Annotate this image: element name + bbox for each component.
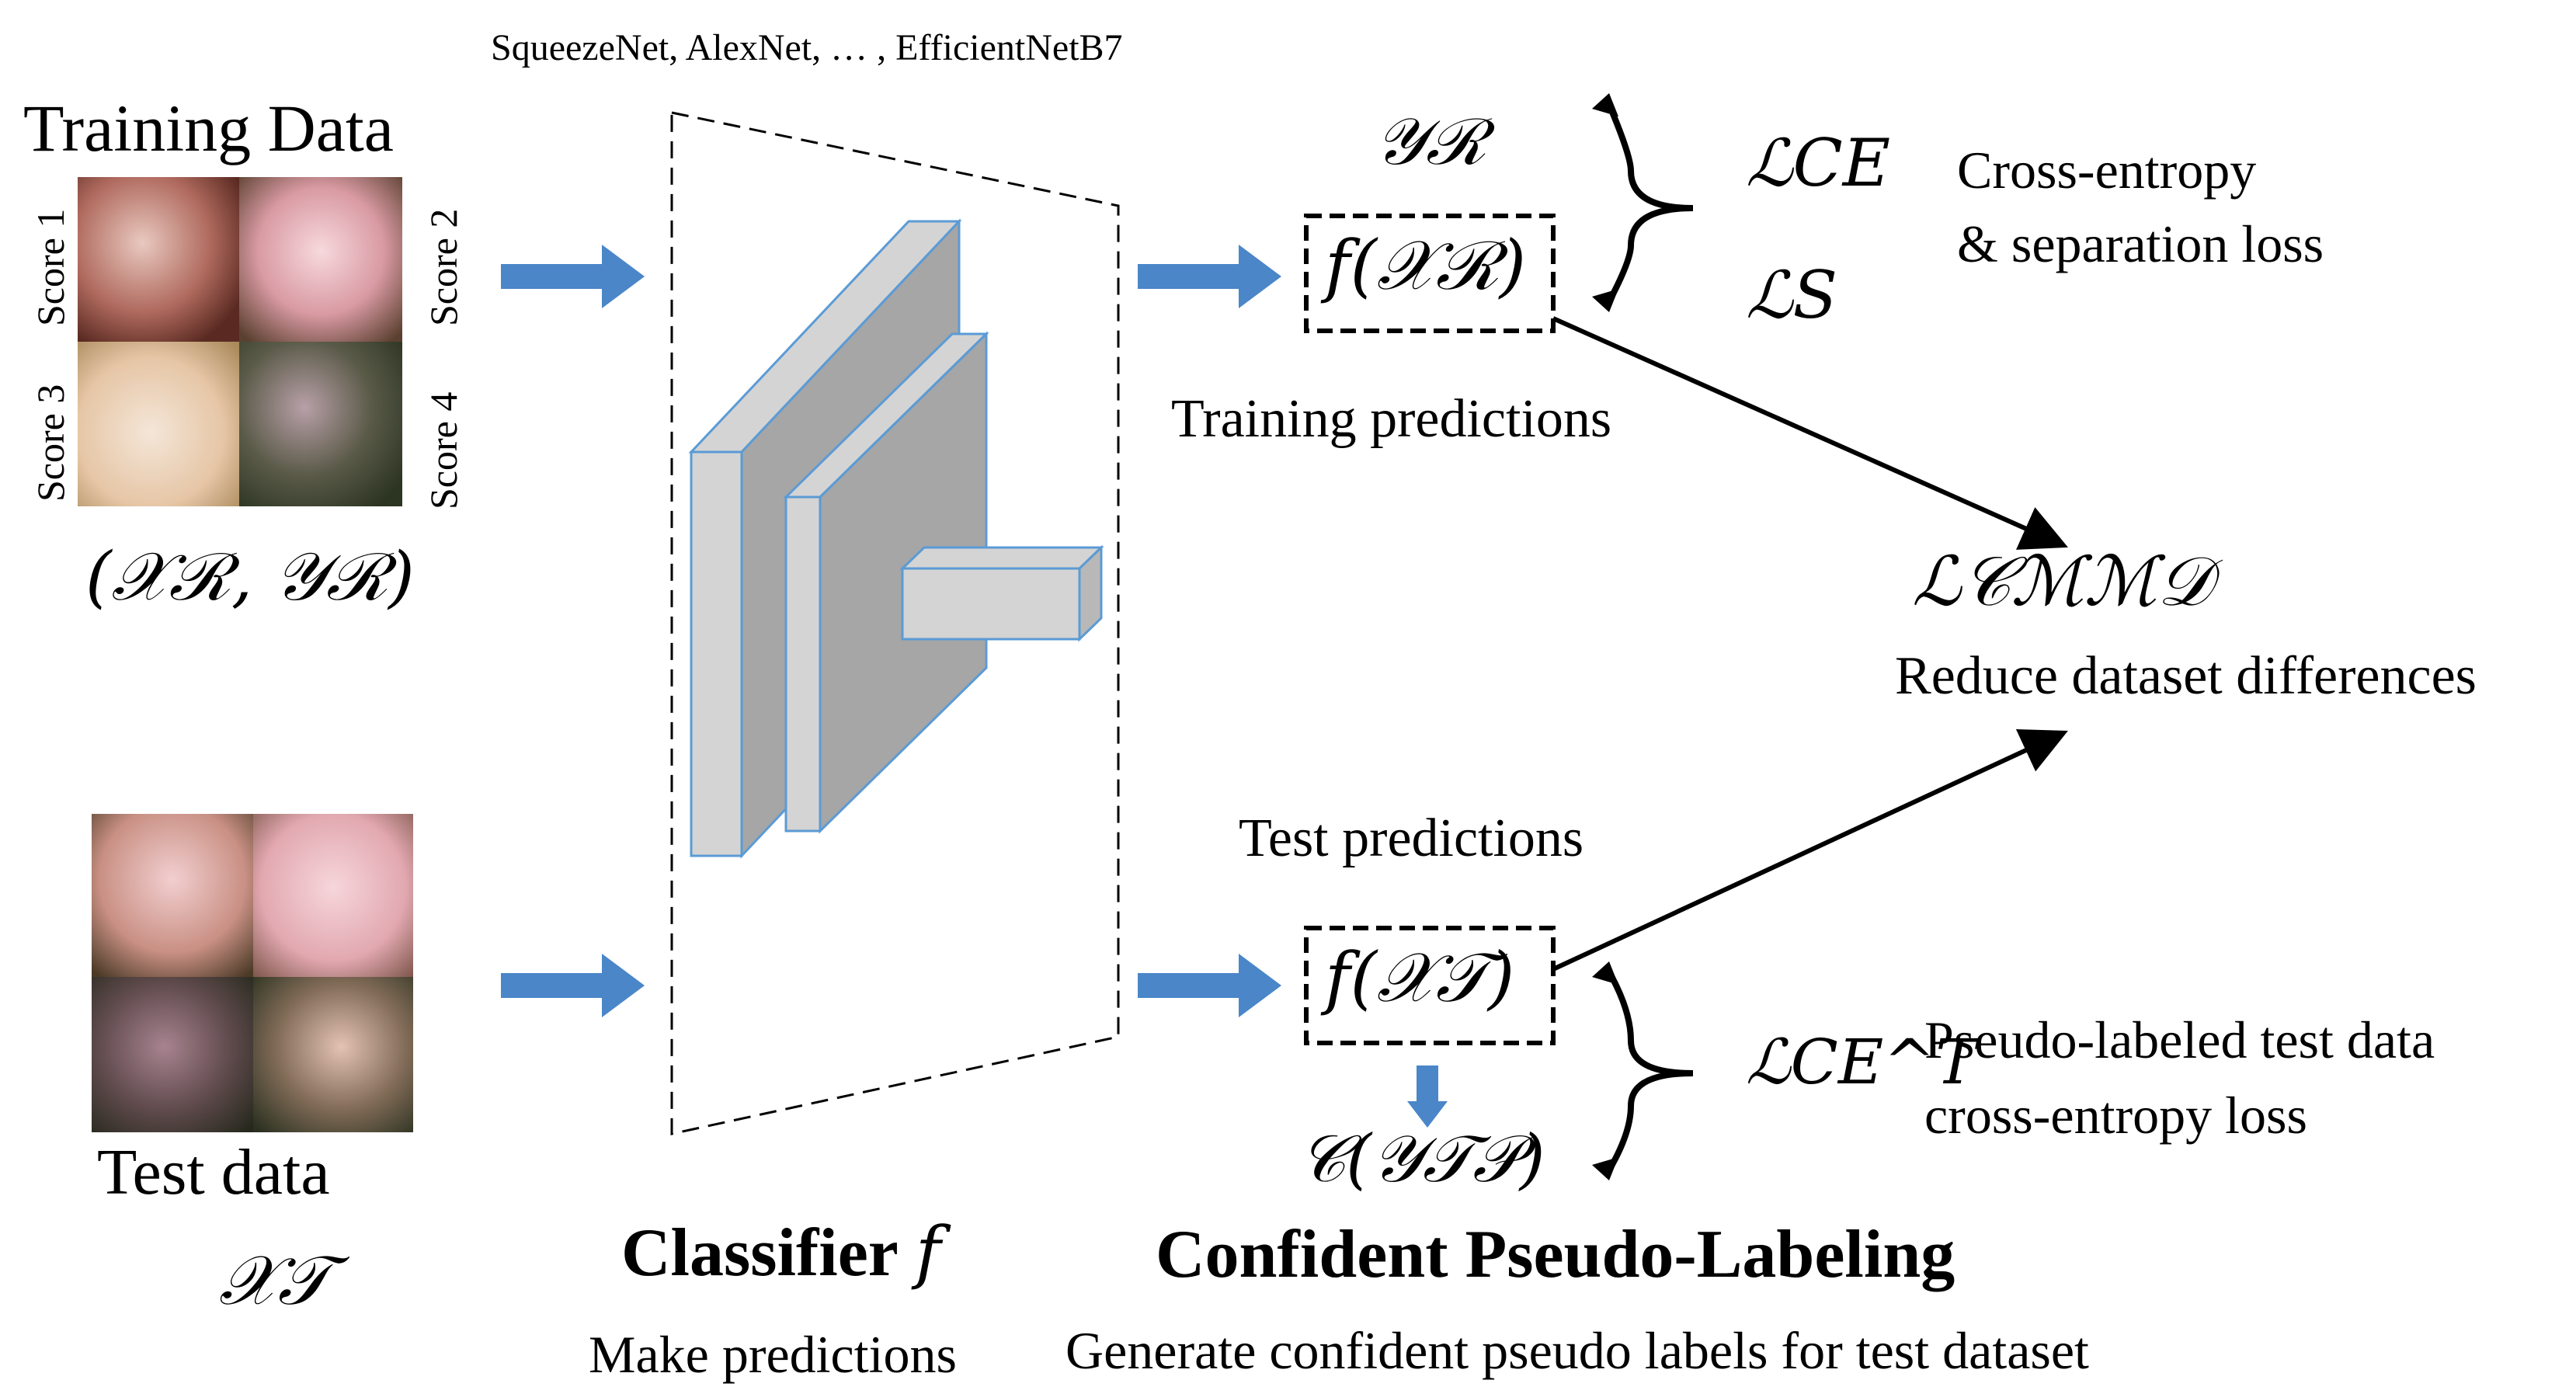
- test-predictions-caption: Test predictions: [1239, 808, 1584, 868]
- test-loss-desc-line2: cross-entropy loss: [1924, 1086, 2307, 1145]
- blue-arrows: [501, 245, 1448, 1128]
- arrow-test-pred-to-pseudo: [1407, 1065, 1448, 1128]
- score-3-label: Score 3: [29, 384, 72, 502]
- cmmd-caption: Reduce dataset differences: [1895, 646, 2477, 706]
- training-to-cmmd-arrow: [1552, 316, 2068, 550]
- training-loss-desc-line2: & separation loss: [1957, 214, 2324, 273]
- pseudo-labeling-subtitle: Generate confident pseudo labels for tes…: [1066, 1321, 2089, 1380]
- test-loss-label: ℒCE^T: [1746, 1026, 1977, 1098]
- training-loss-desc-line1: Cross-entropy: [1957, 141, 2257, 200]
- training-prediction-label: f(𝒳ℛ): [1325, 225, 1527, 305]
- classifier-outline: [670, 111, 1120, 1135]
- test-image-1: [92, 814, 253, 977]
- arrow-test-to-classifier: [501, 954, 645, 1017]
- test-image-3: [92, 977, 253, 1132]
- test-prediction-box: [1304, 926, 1556, 1045]
- training-image-score-4: [239, 342, 402, 506]
- training-pair-label: (𝒳ℛ, 𝒴ℛ): [85, 538, 415, 616]
- score-4-label: Score 4: [422, 391, 465, 509]
- test-double-arrow: [1604, 968, 1694, 1175]
- classifier-symbol: f: [915, 1211, 941, 1291]
- training-image-score-3: [78, 342, 239, 506]
- score-1-label: Score 1: [29, 208, 72, 326]
- training-labels-symbol: 𝒴ℛ: [1375, 103, 1487, 179]
- test-image-2: [253, 814, 413, 977]
- test-to-cmmd-arrow: [1552, 728, 2068, 972]
- test-prediction-label: f(𝒳𝒯): [1325, 937, 1515, 1017]
- cmmd-loss-label: ℒ𝒞ℳℳ𝒟: [1912, 541, 2212, 621]
- classifier-title: Classifier: [621, 1215, 899, 1291]
- arrow-classifier-to-train-pred: [1138, 245, 1281, 308]
- arrow-classifier-to-test-pred: [1138, 954, 1281, 1017]
- test-image-4: [253, 977, 413, 1132]
- confident-pseudo-label-symbol: 𝒞(𝒴𝒯𝒫): [1298, 1121, 1545, 1197]
- pseudo-labeling-title: Confident Pseudo-Labeling: [1156, 1217, 1955, 1292]
- loss-ce-label: ℒCE: [1746, 125, 1891, 201]
- loss-s-label: ℒS: [1746, 257, 1838, 333]
- training-prediction-box: [1304, 214, 1556, 333]
- training-image-score-1: [78, 177, 239, 342]
- training-data-title: Training Data: [23, 91, 394, 165]
- arrow-training-to-classifier: [501, 245, 645, 308]
- cnn-layers: [688, 218, 1104, 859]
- training-double-arrow: [1604, 99, 1694, 306]
- test-data-title: Test data: [97, 1136, 330, 1208]
- classifier-subtitle: Make predictions: [589, 1325, 957, 1384]
- test-images: [92, 814, 413, 1132]
- score-2-label: Score 2: [422, 208, 465, 326]
- top-architectures-label: SqueezeNet, AlexNet, … , EfficientNetB7: [491, 27, 1123, 68]
- training-predictions-caption: Training predictions: [1171, 389, 1612, 449]
- training-images: [78, 177, 402, 506]
- test-set-label: 𝒳𝒯: [219, 1240, 331, 1320]
- training-image-score-2: [239, 177, 402, 342]
- classifier-title-row: Classifier f: [621, 1218, 940, 1288]
- test-loss-desc-line1: Pseudo-labeled test data: [1924, 1010, 2435, 1069]
